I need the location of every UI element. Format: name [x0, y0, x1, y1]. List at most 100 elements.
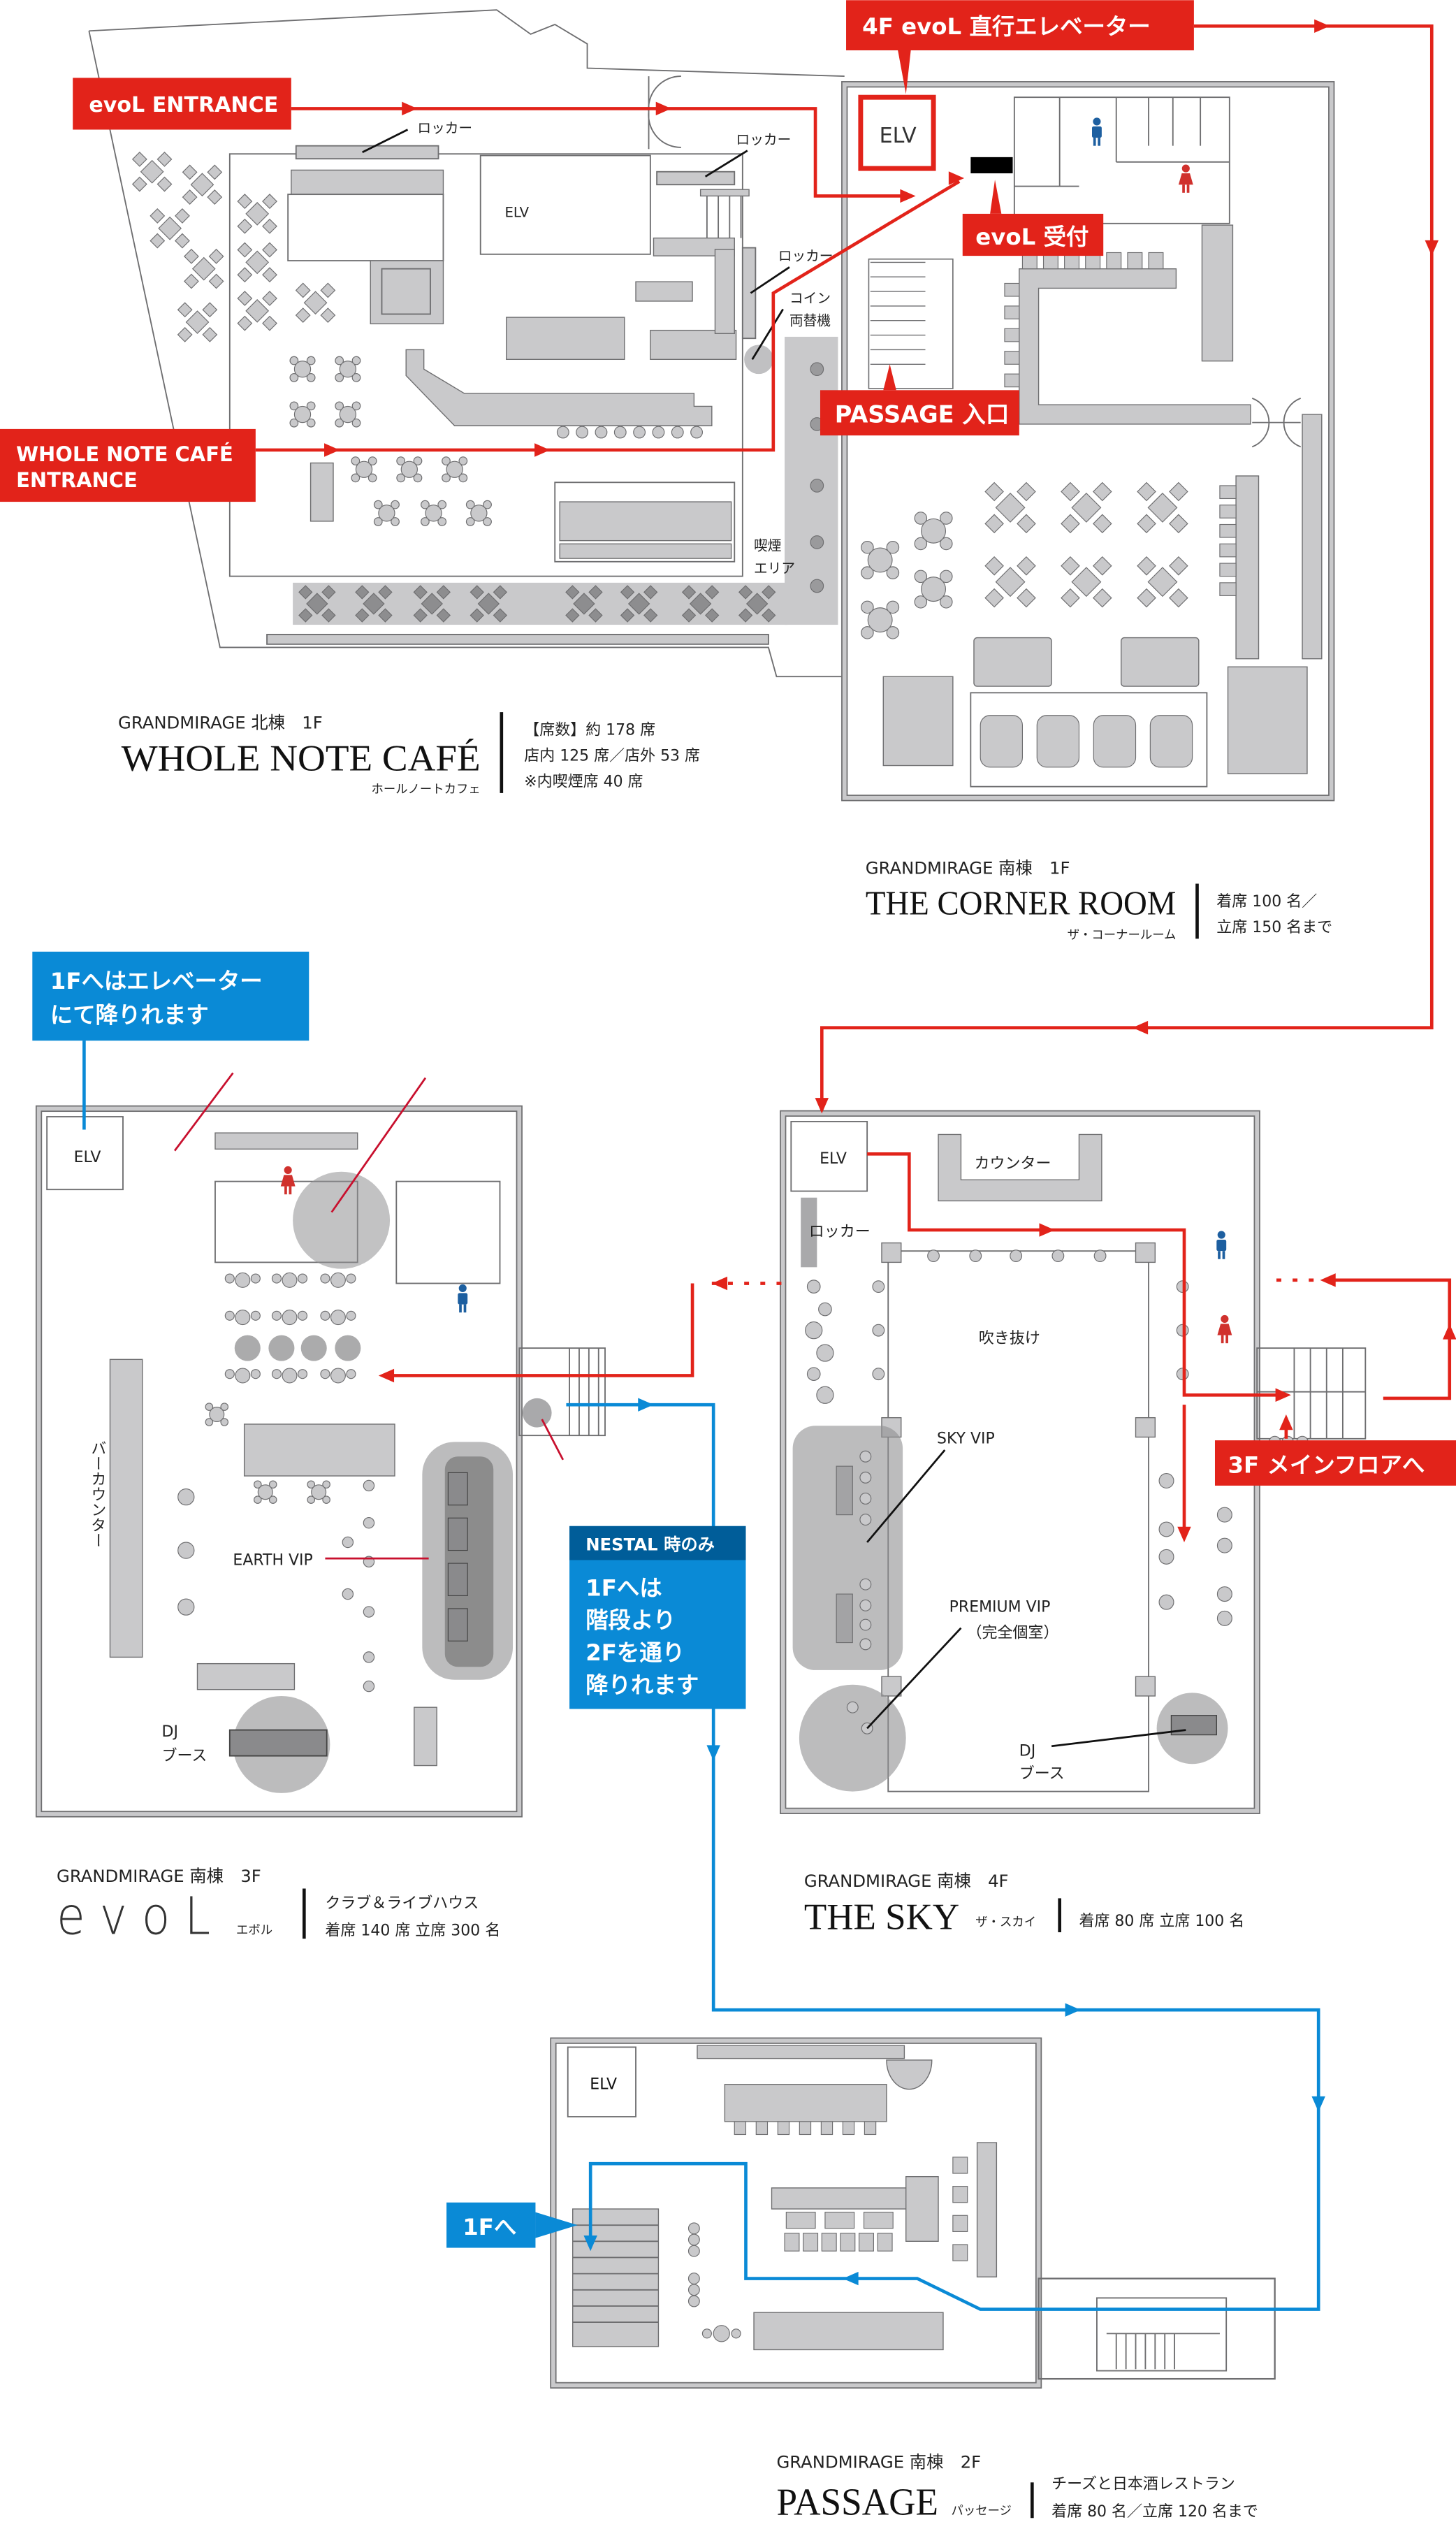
building-floor: GRANDMIRAGE 南棟 4F	[804, 1871, 1009, 1891]
chair	[863, 2212, 894, 2229]
chair	[237, 218, 253, 234]
chair	[824, 2212, 855, 2229]
stool	[859, 1514, 872, 1526]
smoking-label: 喫煙	[754, 538, 781, 554]
elv-label: ELV	[74, 1149, 101, 1166]
cross-table	[237, 242, 277, 283]
dj-booth	[1170, 1715, 1217, 1736]
chair	[914, 512, 928, 525]
stool	[734, 2121, 747, 2136]
stool	[1127, 252, 1143, 270]
chair	[378, 608, 393, 623]
stool	[687, 2245, 700, 2257]
cross-table	[1061, 481, 1112, 534]
chair	[205, 1403, 214, 1411]
route-arrows	[82, 19, 1456, 2311]
cross-table	[984, 556, 1036, 608]
nestal-line: 1Fへは	[585, 1574, 662, 1601]
chair	[262, 242, 277, 258]
title-block-passage: GRANDMIRAGE 南棟 2F PASSAGE パッセージ チーズと日本酒レ…	[776, 2451, 1258, 2523]
nestal-line: 階段より	[585, 1607, 676, 1634]
stool	[224, 1369, 235, 1379]
chair	[254, 1495, 262, 1504]
bar-counter	[1019, 268, 1251, 425]
stool	[1158, 1594, 1174, 1610]
stool	[235, 1368, 251, 1384]
chair	[413, 585, 428, 600]
sky-vip-area	[792, 1426, 903, 1670]
round-table	[254, 1480, 277, 1504]
stool	[595, 426, 608, 439]
stool	[1216, 1507, 1232, 1523]
to-3f-main-floor-callout: 3F メインフロアへ	[1214, 1440, 1456, 1486]
venue-name: PASSAGE	[776, 2481, 938, 2524]
dress	[280, 1175, 296, 1187]
leg	[289, 1186, 292, 1195]
table	[245, 250, 270, 275]
table	[446, 461, 463, 478]
coin-label: コイン	[789, 290, 831, 306]
stool	[177, 1542, 195, 1559]
table	[421, 593, 443, 615]
male-restroom-icon	[1092, 117, 1102, 146]
chair	[421, 517, 430, 526]
stool	[250, 1369, 261, 1379]
chair	[184, 273, 199, 289]
stool	[820, 2121, 833, 2136]
head	[284, 1166, 292, 1174]
stool	[282, 1368, 298, 1384]
chair	[469, 608, 484, 623]
chair	[177, 302, 193, 318]
elv-label: ELV	[820, 1150, 847, 1168]
plant-icon	[268, 1335, 295, 1361]
cross-table	[184, 248, 224, 289]
stool	[363, 1606, 375, 1618]
stool	[297, 1273, 308, 1284]
stool	[816, 1386, 834, 1404]
body	[458, 1293, 468, 1305]
stool	[969, 1249, 982, 1263]
stool	[1093, 1249, 1107, 1263]
evol-reception-callout: evoL 受付	[962, 180, 1104, 256]
cross-table	[620, 585, 658, 623]
dress	[1178, 173, 1193, 185]
stool	[1010, 1249, 1023, 1263]
stool	[363, 1651, 375, 1663]
locker	[656, 171, 736, 186]
chair	[886, 626, 900, 639]
arrowhead-icon	[706, 1745, 720, 1761]
venue-kana: パッセージ	[952, 2505, 1012, 2519]
chair	[177, 326, 193, 342]
chair	[150, 233, 166, 249]
chair	[378, 585, 393, 600]
chair	[442, 456, 451, 465]
chair	[821, 2233, 837, 2252]
stool	[282, 1310, 298, 1326]
chair	[254, 1480, 262, 1489]
chair	[351, 372, 361, 382]
table	[303, 291, 328, 315]
chair	[307, 1480, 316, 1489]
arrowhead-icon	[948, 171, 965, 185]
female-restroom-icon	[1178, 164, 1193, 193]
female-restroom-icon	[1217, 1314, 1232, 1344]
table	[140, 159, 164, 184]
chair	[620, 608, 635, 623]
reception-desk	[970, 157, 1013, 174]
chair	[156, 176, 173, 192]
chair	[262, 194, 277, 209]
round-table	[289, 356, 316, 382]
chair	[952, 2215, 968, 2232]
chair	[421, 500, 430, 509]
route-3f	[385, 1283, 694, 1377]
chair	[785, 2212, 816, 2229]
stool	[250, 1310, 261, 1321]
chair	[940, 570, 953, 584]
stool	[320, 1273, 330, 1284]
chair	[373, 517, 383, 526]
table	[311, 1484, 327, 1500]
cross-table	[295, 282, 336, 324]
vip-table	[836, 1593, 853, 1644]
chair	[351, 456, 361, 465]
chair	[220, 1418, 229, 1426]
